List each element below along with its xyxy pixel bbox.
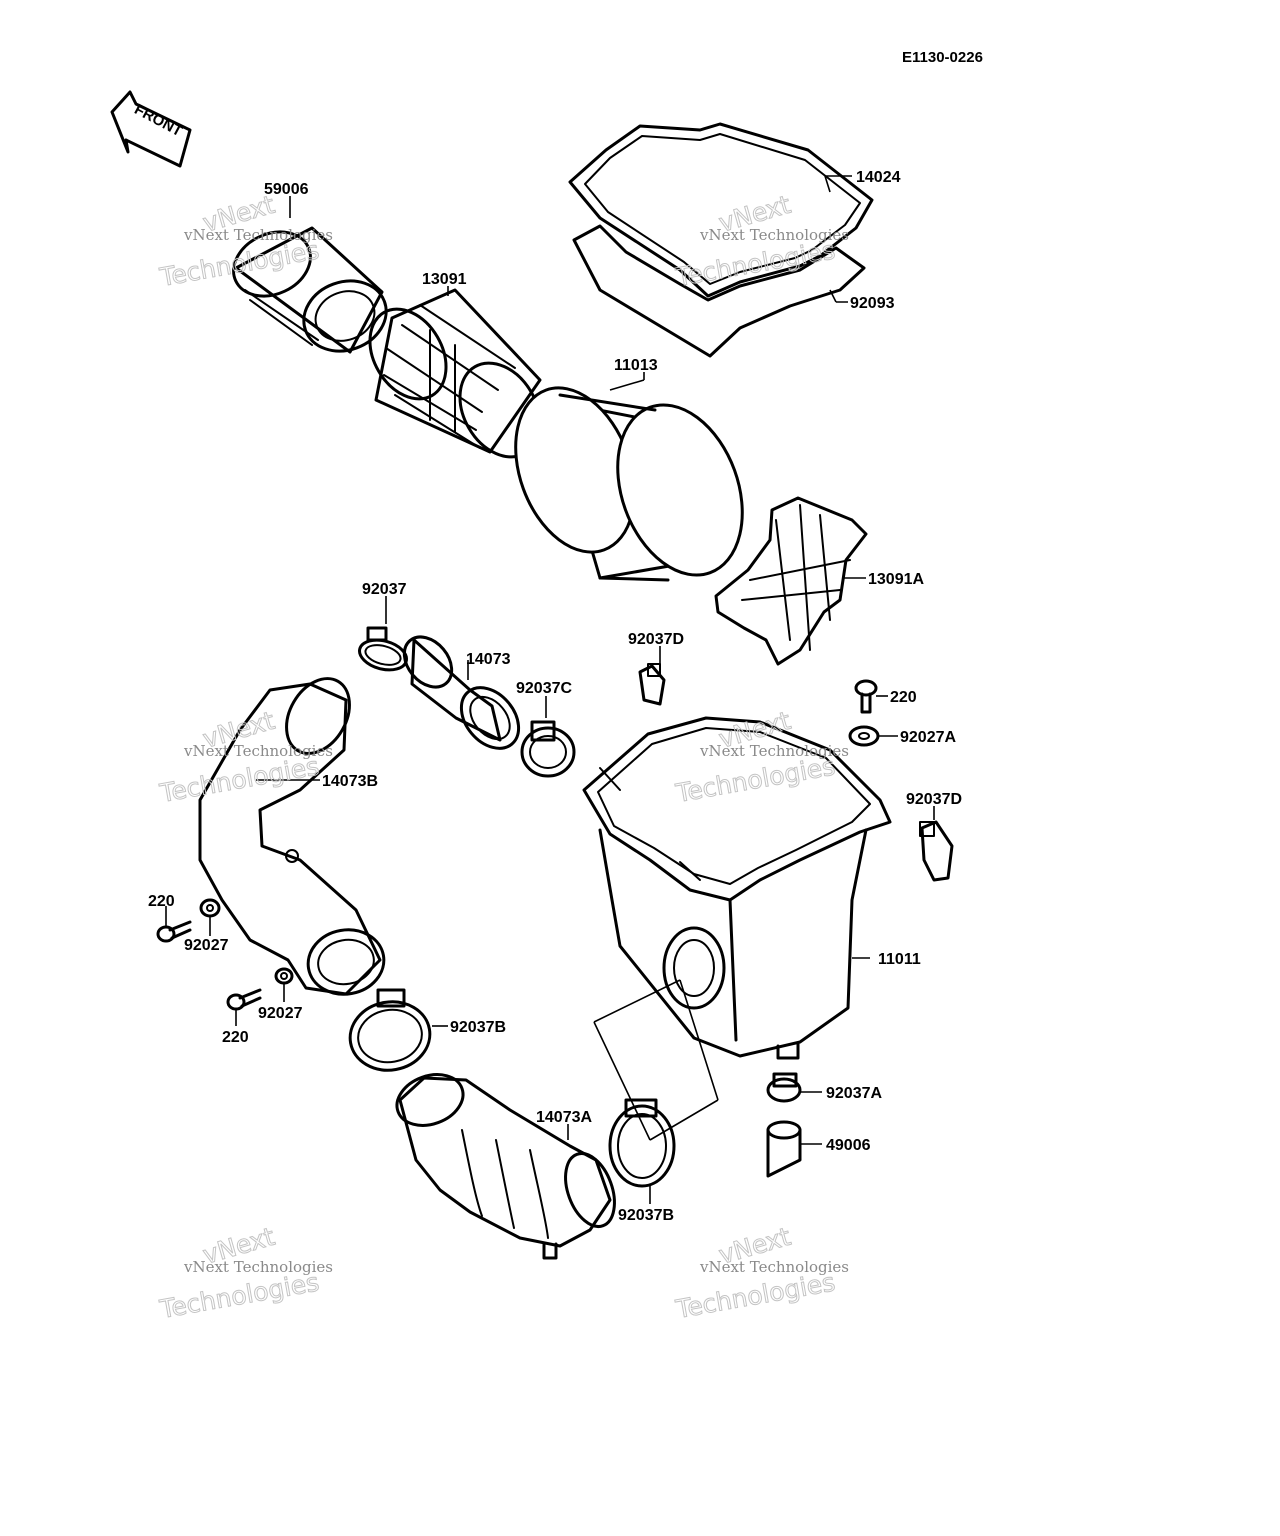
svg-text:vNext Technologies: vNext Technologies <box>183 226 333 244</box>
label-14073B: 14073B <box>322 773 378 790</box>
lower-duct-14073A <box>395 1073 616 1260</box>
diagram-code: E1130-0226 <box>902 49 983 66</box>
svg-text:vNext Technologies: vNext Technologies <box>699 742 849 760</box>
watermark-5: vNext Technologies vNext Technologies <box>157 1221 333 1324</box>
clamp-92037 <box>358 626 408 672</box>
label-13091: 13091 <box>422 271 467 288</box>
front-arrow-label: FRONT <box>132 101 186 140</box>
connection-guide-lines <box>593 979 719 1141</box>
label-92037B-mid: 92037B <box>450 1019 506 1036</box>
label-220-right: 220 <box>890 689 917 706</box>
clamp-92037B-low <box>608 1098 676 1188</box>
clip-92037D-top <box>638 663 666 706</box>
screw-220-left2 <box>226 988 262 1011</box>
label-92037D-right: 92037D <box>906 791 962 808</box>
clip-92037D-right <box>919 820 954 882</box>
label-92093: 92093 <box>850 295 895 312</box>
washer-92027-left1 <box>199 898 221 918</box>
air-box-11011 <box>582 716 892 1060</box>
inlet-duct-59006 <box>232 226 388 354</box>
label-92027-left1: 92027 <box>184 937 229 954</box>
screw-220-right <box>854 679 878 714</box>
svg-text:vNext Technologies: vNext Technologies <box>699 226 849 244</box>
leader-lines <box>165 175 935 1204</box>
label-92037D-top: 92037D <box>628 631 684 648</box>
clamp-92037A <box>766 1072 802 1103</box>
label-14024: 14024 <box>856 169 901 186</box>
elbow-duct-14073B <box>198 677 386 996</box>
label-92027A: 92027A <box>900 729 956 746</box>
label-92037A: 92037A <box>826 1085 882 1102</box>
label-14073A: 14073A <box>536 1109 592 1126</box>
label-92037B-low: 92037B <box>618 1207 674 1224</box>
gasket-92093 <box>572 224 866 358</box>
label-92037C: 92037C <box>516 680 572 697</box>
label-59006: 59006 <box>264 181 309 198</box>
label-11011: 11011 <box>878 951 921 968</box>
clamp-92037C <box>520 720 576 778</box>
watermark-1: vNext Technologies vNext Technologies <box>157 189 333 292</box>
front-arrow-icon: FRONT <box>110 90 192 168</box>
label-49006: 49006 <box>826 1137 871 1154</box>
filter-element-11013 <box>514 386 744 582</box>
watermark-2: vNext Technologies vNext Technologies <box>673 189 849 292</box>
svg-text:vNext Technologies: vNext Technologies <box>183 1258 333 1276</box>
svg-text:vNext Technologies: vNext Technologies <box>699 1258 849 1276</box>
label-220-left2: 220 <box>222 1029 249 1046</box>
bracket-13091A <box>714 496 868 666</box>
label-92037: 92037 <box>362 581 407 598</box>
tube-14073 <box>402 635 521 750</box>
label-92027-left2: 92027 <box>258 1005 303 1022</box>
cover-14024 <box>568 122 874 298</box>
label-220-left1: 220 <box>148 893 175 910</box>
svg-text:vNext Technologies: vNext Technologies <box>183 742 333 760</box>
filter-cage-13091 <box>368 288 542 459</box>
watermark-6: vNext Technologies vNext Technologies <box>673 1221 849 1324</box>
washer-92027-left2 <box>274 967 294 985</box>
label-14073: 14073 <box>466 651 511 668</box>
watermark-3: vNext Technologies vNext Technologies <box>157 705 333 808</box>
washer-92027A <box>848 725 880 747</box>
label-11013: 11013 <box>614 357 658 374</box>
clamp-92037B-mid <box>348 988 432 1072</box>
label-13091A: 13091A <box>868 571 924 588</box>
drain-49006 <box>766 1120 802 1178</box>
screw-220-left1 <box>156 920 192 943</box>
